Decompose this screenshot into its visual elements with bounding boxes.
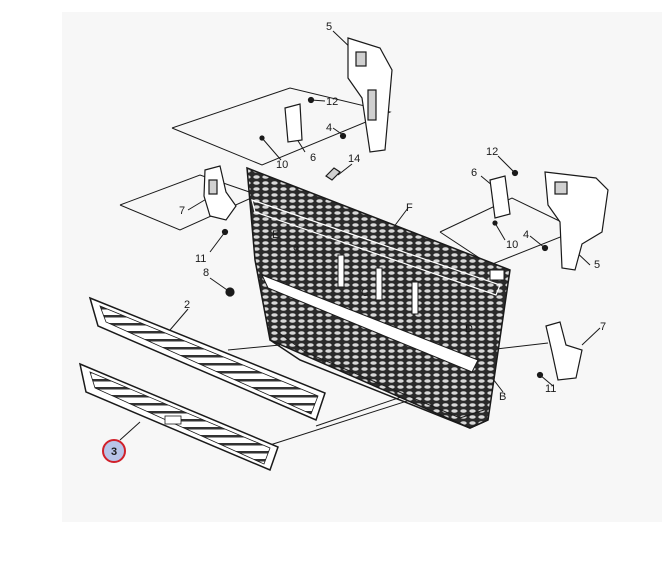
label-2: 2 bbox=[184, 299, 190, 311]
label-5-right: 5 bbox=[594, 259, 600, 271]
grille-insert-upper bbox=[88, 296, 326, 422]
bracket-right bbox=[489, 169, 609, 381]
bracket-left bbox=[203, 165, 237, 297]
label-6-top: 6 bbox=[310, 152, 316, 164]
label-D: D bbox=[465, 323, 473, 335]
label-11-right: 11 bbox=[545, 383, 556, 395]
label-E: E bbox=[272, 229, 279, 241]
label-11-left: 11 bbox=[195, 253, 206, 265]
label-6-right: 6 bbox=[471, 167, 477, 179]
label-4-top: 4 bbox=[326, 122, 332, 134]
label-B: B bbox=[499, 391, 506, 403]
label-8: 8 bbox=[203, 267, 209, 279]
label-14: 14 bbox=[348, 153, 360, 165]
callout-label[interactable]: 3 bbox=[111, 446, 117, 458]
label-10-right: 10 bbox=[506, 239, 518, 251]
label-12-top: 12 bbox=[326, 96, 338, 108]
label-C: C bbox=[361, 287, 369, 299]
label-7-right: 7 bbox=[600, 321, 606, 333]
callout-circle[interactable] bbox=[102, 439, 126, 463]
label-F: F bbox=[406, 202, 413, 214]
label-4-right: 4 bbox=[523, 229, 529, 241]
label-7-left: 7 bbox=[179, 205, 185, 217]
label-9: 9 bbox=[293, 244, 299, 256]
label-10-top: 10 bbox=[276, 159, 288, 171]
grille-insert-lower bbox=[78, 362, 279, 472]
callout-part-3[interactable]: 3 bbox=[102, 439, 126, 463]
main-grille bbox=[246, 166, 511, 429]
bracket-top bbox=[259, 37, 393, 181]
part-labels: 5 12 4 6 10 14 7 11 8 2 9 E F C D B 12 6… bbox=[179, 21, 606, 403]
label-5-top: 5 bbox=[326, 21, 332, 33]
label-12-right: 12 bbox=[486, 146, 498, 158]
